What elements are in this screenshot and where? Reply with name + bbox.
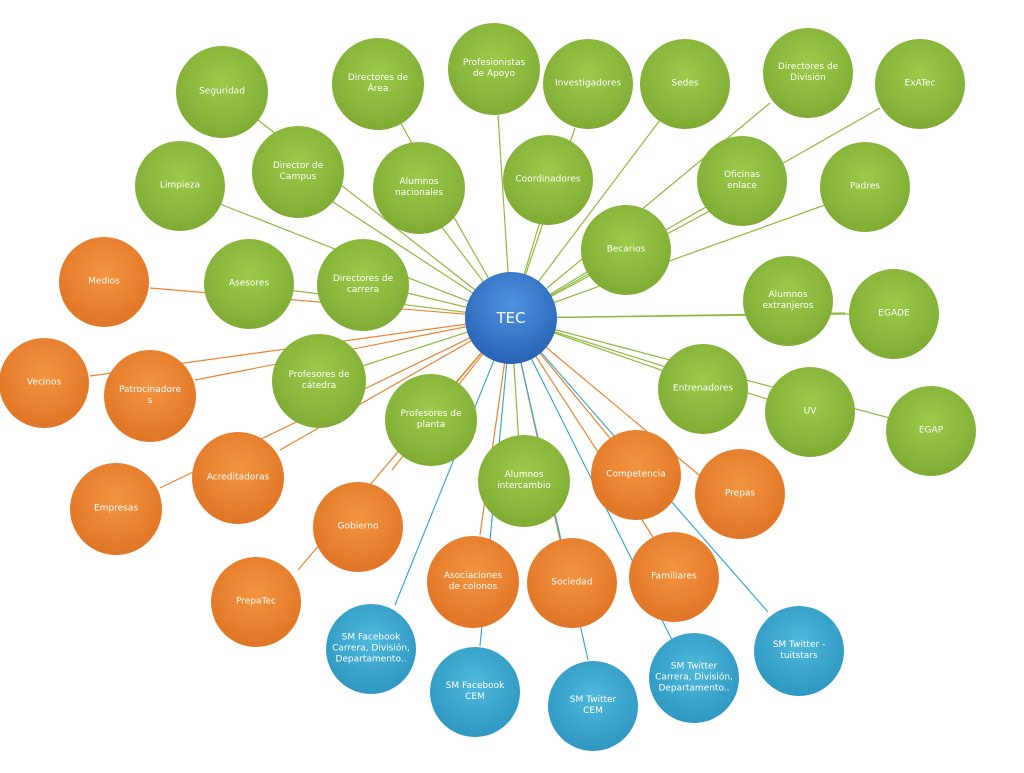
node-investigadores <box>543 39 633 129</box>
node-gobierno <box>313 482 403 572</box>
node-profesores-catedra <box>272 334 366 428</box>
node-empresas <box>70 463 162 555</box>
node-asesores <box>204 239 294 329</box>
node-circles <box>0 23 976 751</box>
node-tec <box>465 272 557 364</box>
node-directores-carrera <box>317 239 409 331</box>
node-sm-twitter-carrera <box>649 633 739 723</box>
node-asociaciones-colonos <box>427 536 519 628</box>
node-director-campus <box>252 126 344 218</box>
node-prepas <box>695 449 785 539</box>
node-directores-area <box>332 38 424 130</box>
node-medios <box>59 237 149 327</box>
node-profesores-planta <box>385 374 477 466</box>
node-uv <box>765 367 855 457</box>
node-patrocinadores <box>104 350 196 442</box>
node-entrenadores <box>658 344 748 434</box>
node-sm-facebook-cem <box>430 647 520 737</box>
node-sm-facebook-carrera <box>326 604 416 694</box>
node-prepatec <box>211 557 301 647</box>
node-alumnos-nacionales <box>373 142 465 234</box>
node-padres <box>820 142 910 232</box>
connector-sm-facebook-carrera <box>394 317 512 606</box>
node-sm-twitter-tuitstars <box>754 606 844 696</box>
node-sedes <box>640 39 730 129</box>
node-alumnos-extranjeros <box>743 256 833 346</box>
node-oficinas-enlace <box>697 136 787 226</box>
node-alumnos-intercambio <box>478 435 570 527</box>
node-sociedad <box>527 538 617 628</box>
node-seguridad <box>176 46 268 138</box>
node-egap <box>886 386 976 476</box>
connector-exatec <box>510 107 881 319</box>
node-directores-division <box>763 28 853 118</box>
node-limpieza <box>135 141 225 231</box>
node-sm-twitter-cem <box>548 661 638 751</box>
node-coordinadores <box>503 135 593 225</box>
node-familiares <box>629 532 719 622</box>
node-profesionistas <box>448 23 540 115</box>
node-exatec <box>875 39 965 129</box>
node-acreditadoras <box>192 432 284 524</box>
node-egade <box>849 269 939 359</box>
node-competencia <box>591 430 681 520</box>
node-becarios <box>581 205 671 295</box>
node-vecinos <box>0 338 89 428</box>
